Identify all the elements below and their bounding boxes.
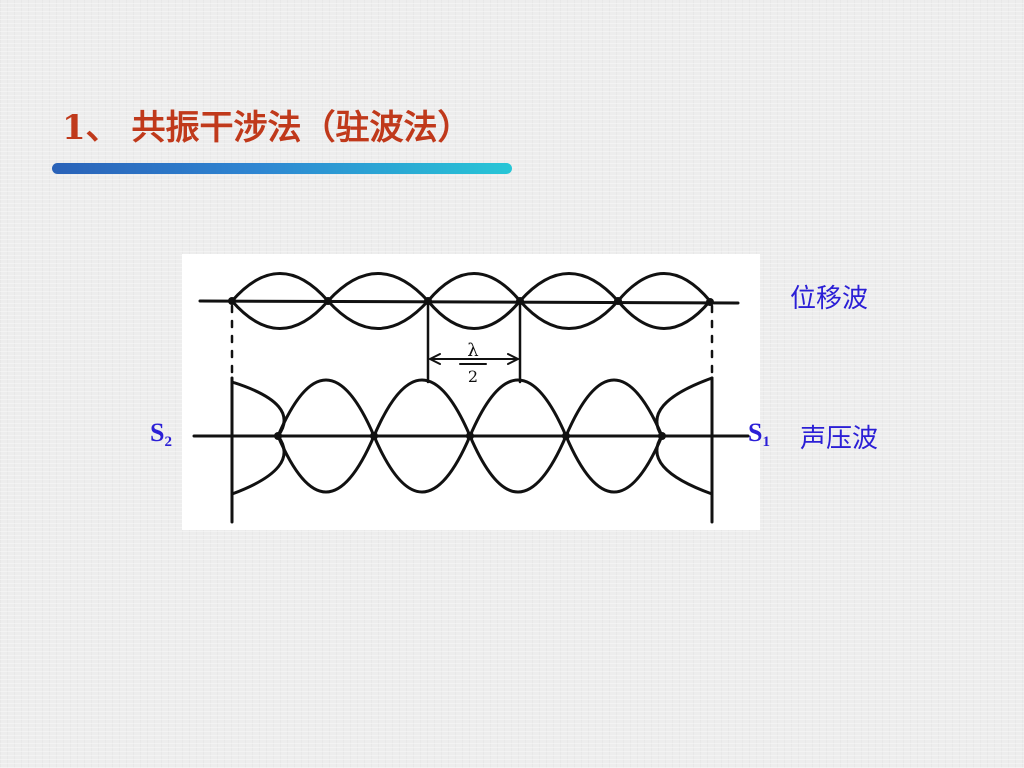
- displacement-wave-label: 位移波: [790, 284, 869, 314]
- lambda-numerator: λ: [467, 340, 478, 361]
- lambda-arrowhead-left: [429, 353, 441, 365]
- source-s2-label: S2: [150, 418, 172, 451]
- lambda-denominator: 2: [468, 367, 478, 386]
- source-s1-label: S1: [748, 418, 770, 451]
- node-dots: [228, 297, 714, 440]
- displacement-axis: [198, 299, 740, 305]
- s2-letter: S: [150, 418, 165, 447]
- lambda-arrowhead-right: [507, 353, 519, 365]
- pressure-wave-label: 声压波: [800, 424, 879, 454]
- slide-title: 1、 共振干涉法（驻波法）: [62, 108, 472, 148]
- s1-subscript: 1: [762, 434, 770, 450]
- s1-letter: S: [748, 418, 763, 447]
- standing-wave-figure: λ 2: [182, 254, 760, 530]
- displacement-loop-5: [616, 272, 712, 330]
- title-underline: [52, 163, 512, 174]
- s2-subscript: 2: [164, 434, 172, 450]
